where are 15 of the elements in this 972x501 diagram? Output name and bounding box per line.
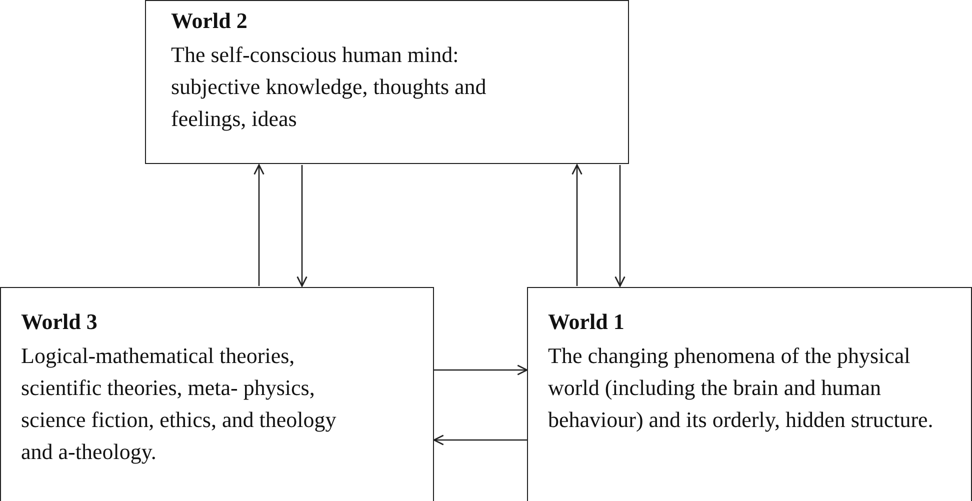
box-heading: World 2 xyxy=(171,7,248,35)
box-heading: World 1 xyxy=(548,308,626,336)
box-heading: World 3 xyxy=(21,308,98,336)
arrow xyxy=(296,165,308,287)
text-box xyxy=(527,287,972,501)
box-description: The self-conscious human mind: subjective knowledge, thoughts and feelings, ideas xyxy=(171,41,488,133)
arrow xyxy=(434,364,528,376)
arrow xyxy=(572,164,582,286)
box-description: Logical-mathematical theories, scientific theories, meta- physics, science fiction, ethics, and theology and a-theology. xyxy=(21,342,338,466)
text-box xyxy=(145,0,629,164)
box-description: The changing phenomena of the physical world (including the brain and human behaviour) and its orderly, hidden structure. xyxy=(548,342,934,434)
text-box xyxy=(0,287,434,501)
arrow xyxy=(614,165,626,287)
arrow xyxy=(433,434,527,446)
arrow xyxy=(254,164,264,286)
